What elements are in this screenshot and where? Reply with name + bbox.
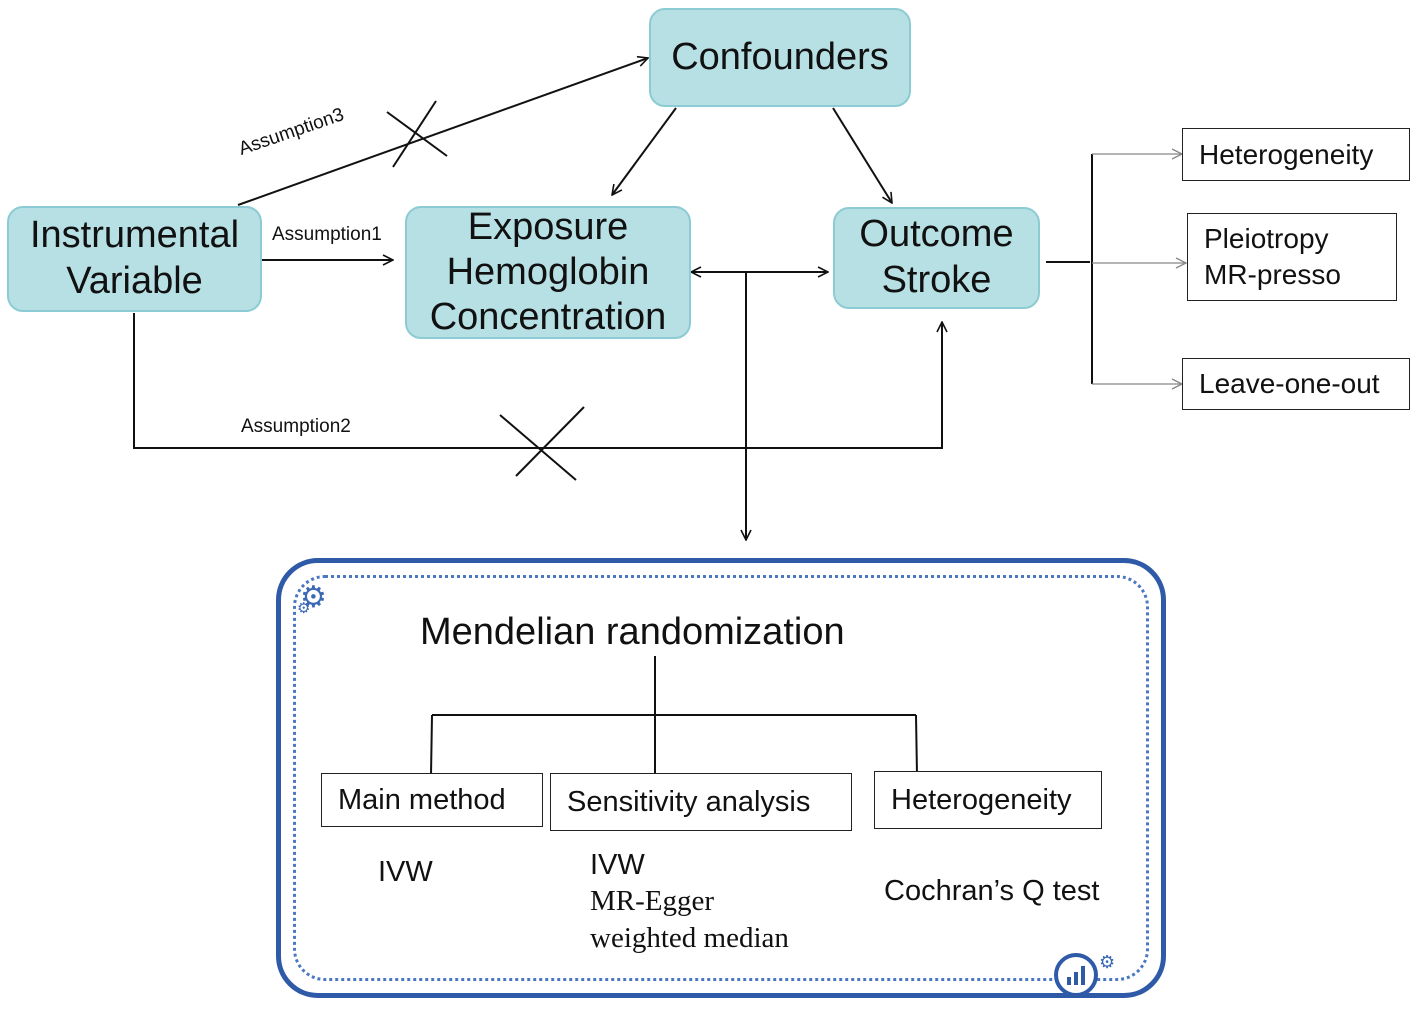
main-method-label: Main method xyxy=(338,783,506,816)
exposure-line-2: Hemoglobin xyxy=(446,250,650,293)
outcome-line-1: Outcome xyxy=(859,213,1014,256)
cross-mark-assumption2 xyxy=(499,414,577,481)
assumption1-label: Assumption1 xyxy=(272,224,382,245)
pleiotropy-line-2: MR-presso xyxy=(1204,259,1341,290)
instrument-line-1: Instrumental xyxy=(29,214,240,257)
exposure-line-1: Exposure xyxy=(467,205,629,248)
cross-mark-assumption3 xyxy=(386,111,448,157)
main-method-item: IVW xyxy=(378,856,433,888)
sensitivity-items: IVW MR-Egger weighted median xyxy=(590,847,789,956)
leave-one-out-label: Leave-one-out xyxy=(1199,368,1380,400)
confounders-node: Confounders xyxy=(649,8,911,107)
panel-dotted-border xyxy=(293,575,1149,981)
sensitivity-item-ivw: IVW xyxy=(590,849,645,881)
exposure-line-3: Concentration xyxy=(429,296,667,339)
pleiotropy-box: Pleiotropy MR-presso xyxy=(1187,213,1397,301)
outcome-line-2: Stroke xyxy=(881,259,992,301)
heterogeneity-label: Heterogeneity xyxy=(1199,138,1374,170)
gear-icon-small: ⚙ xyxy=(297,600,311,617)
main-method-box: Main method xyxy=(321,773,543,827)
mr-panel-title: Mendelian randomization xyxy=(420,611,845,653)
instrumental-variable-node: Instrumental Variable xyxy=(7,206,262,312)
assumption2-label: Assumption2 xyxy=(241,416,351,437)
pleiotropy-line-1: Pleiotropy xyxy=(1204,223,1329,255)
bar-chart-icon xyxy=(1054,953,1098,997)
exposure-node: Exposure Hemoglobin Concentration xyxy=(405,206,691,339)
heterogeneity-method-box: Heterogeneity xyxy=(874,771,1102,829)
gear-icon: ⚙ xyxy=(300,581,327,614)
panel-connectors xyxy=(430,656,918,776)
instrument-line-2: Variable xyxy=(66,260,203,302)
sensitivity-analysis-box: Sensitivity analysis xyxy=(550,773,852,831)
confounders-label: Confounders xyxy=(671,35,889,78)
arrow-confounders-to-exposure xyxy=(612,107,677,195)
outcome-node: Outcome Stroke xyxy=(833,207,1040,309)
heterogeneity-method-item: Cochran’s Q test xyxy=(884,875,1100,907)
arrow-confounders-to-outcome xyxy=(832,107,892,203)
heterogeneity-box: Heterogeneity xyxy=(1182,128,1410,181)
sensitivity-item-mr-egger: MR-Egger xyxy=(590,885,715,918)
mendelian-randomization-panel: ⚙ ⚙ Mendelian randomization Main method … xyxy=(276,558,1166,998)
leave-one-out-box: Leave-one-out xyxy=(1182,358,1410,410)
sensitivity-item-weighted-median: weighted median xyxy=(590,921,789,954)
sensitivity-analysis-label: Sensitivity analysis xyxy=(567,785,811,818)
arrow-instrument-to-confounders xyxy=(237,58,648,206)
gear-icon-bottom: ⚙ xyxy=(1099,952,1116,972)
heterogeneity-method-label: Heterogeneity xyxy=(891,783,1072,816)
